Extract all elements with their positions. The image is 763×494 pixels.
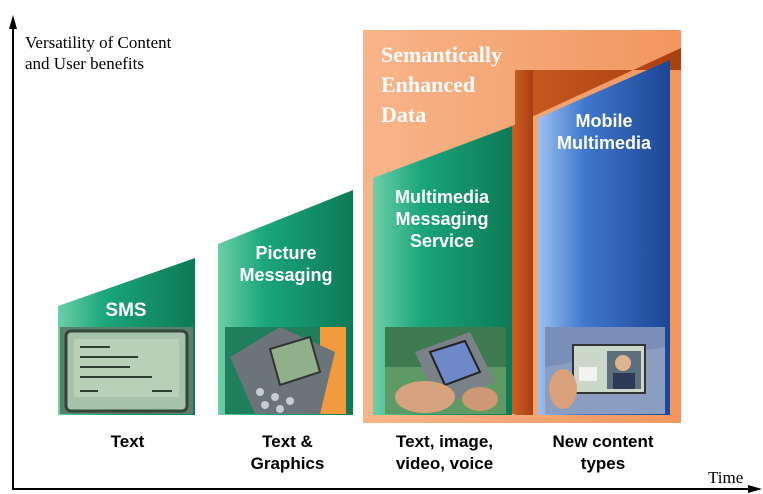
sms-title-line1: SMS (105, 300, 147, 321)
mobile-multimedia-caption-line2: types (580, 454, 626, 473)
sms-caption-line1: Text (110, 432, 145, 451)
mobile-multimedia-caption-line1: New content (552, 432, 654, 451)
y-axis-arrow (9, 15, 17, 29)
mms-title-line3: Service (409, 231, 475, 251)
sms-title: SMS (90, 300, 162, 322)
semantic-band-gap (515, 70, 533, 415)
mobile-multimedia-title-line1: Mobile (575, 111, 633, 131)
video-call-photo (545, 327, 665, 414)
mobile-multimedia-caption: New content types (528, 431, 678, 475)
picture-messaging-title: Picture Messaging (222, 242, 350, 286)
phone-keypad-photo (225, 327, 346, 414)
picture-messaging-title-line1: Picture (255, 243, 317, 263)
mobile-multimedia-bar (538, 60, 670, 415)
picture-messaging-caption-line2: Graphics (250, 454, 325, 473)
mms-caption: Text, image, video, voice (372, 431, 517, 475)
y-axis-label-line2: and User benefits (25, 54, 144, 73)
picture-messaging-title-line2: Messaging (239, 265, 333, 285)
x-axis-arrow (748, 485, 762, 493)
semantic-title-line1: Semantically (381, 42, 502, 67)
mms-title: Multimedia Messaging Service (376, 186, 508, 252)
semantic-band-title: Semantically Enhanced Data (381, 40, 502, 130)
picture-messaging-caption-line1: Text & (262, 432, 313, 451)
mms-caption-line1: Text, image, (396, 432, 493, 451)
mobile-multimedia-title: Mobile Multimedia (540, 110, 668, 154)
mobile-multimedia-title-line2: Multimedia (556, 133, 651, 153)
semantic-title-line3: Data (381, 102, 427, 127)
mms-title-line2: Messaging (395, 209, 489, 229)
picture-messaging-caption: Text & Graphics (220, 431, 355, 475)
sms-caption: Text (60, 431, 195, 453)
y-axis-label-line1: Versatility of Content (25, 33, 172, 52)
mms-caption-line2: video, voice (395, 454, 494, 473)
x-axis-label: Time (708, 468, 744, 487)
semantic-title-line2: Enhanced (381, 72, 476, 97)
y-axis-label: Versatility of Content and User benefits (25, 32, 171, 74)
phone-screen-photo (60, 327, 193, 414)
handheld-mms-photo (385, 327, 506, 414)
mms-title-line1: Multimedia (394, 187, 489, 207)
